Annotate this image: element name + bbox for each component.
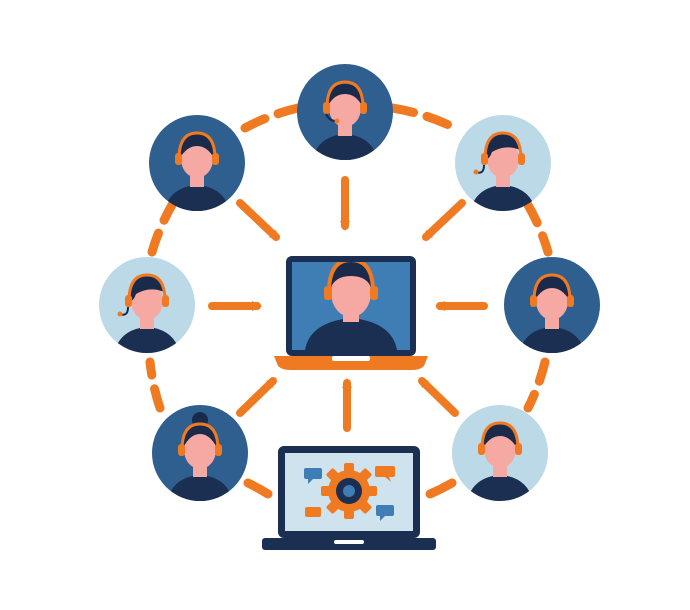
arrow-top-left [236,199,280,241]
headset-agent-icon [470,131,536,211]
headset-agent-icon [164,131,230,211]
center-laptop [274,256,428,370]
headset-agent-icon [114,273,180,353]
headset-agent-icon [167,412,233,501]
agent-bottom-left [152,405,248,501]
gear-settings-icon [304,463,395,521]
headset-agent-icon [467,421,533,501]
arrows [208,176,488,432]
agent-right [504,257,600,353]
agent-top-right [455,115,551,211]
dashed-ring [145,103,553,499]
agent-left [99,257,195,353]
bottom-laptop [262,446,436,550]
agent-top-left [149,115,245,211]
headset-agent-icon [519,273,585,353]
headset-agent-icon [312,80,378,160]
arrow-bottom-left [236,377,277,417]
arrow-bottom-right [418,377,459,417]
arrow-top-right [422,199,466,241]
video-call-agent-icon [305,262,397,350]
agent-bottom-right [452,405,548,501]
agent-top [297,64,393,160]
